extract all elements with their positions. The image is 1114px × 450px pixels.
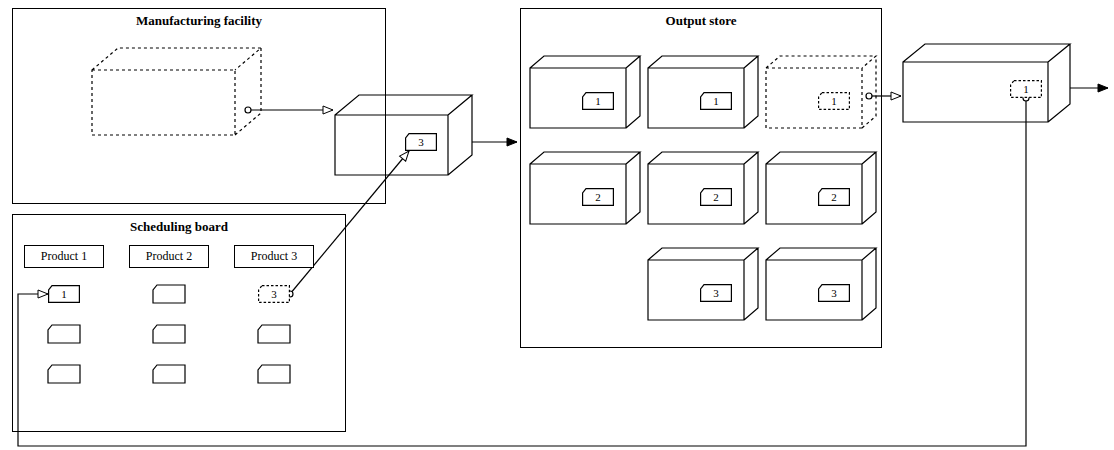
kanban-card: 2 xyxy=(818,188,850,206)
container-outline xyxy=(335,95,472,175)
flow-arrow xyxy=(1070,87,1108,88)
card-number: 3 xyxy=(818,284,850,302)
flow-arrow xyxy=(251,109,333,110)
header-label: Product 3 xyxy=(235,246,313,267)
kanban-card: 1 xyxy=(1010,80,1042,98)
origin-dot xyxy=(866,93,872,99)
area-panel: Scheduling boardProduct 1 Product 2 Produc… xyxy=(12,214,346,432)
column-header: Product 2 xyxy=(129,245,209,268)
bin-outline xyxy=(766,152,876,224)
container-outline xyxy=(92,48,261,135)
empty-card-slot xyxy=(153,285,185,303)
panel-title: Scheduling board xyxy=(13,215,345,235)
kanban-card: 3 xyxy=(405,133,437,151)
card-shape xyxy=(406,134,437,151)
card-number: 1 xyxy=(1010,80,1042,98)
kanban-card: 1 xyxy=(582,92,614,110)
kanban-card: 2 xyxy=(582,188,614,206)
panel-title: Output store xyxy=(521,9,881,29)
bin-outline xyxy=(530,152,640,224)
column-header: Product 1 xyxy=(24,245,104,268)
flow-arrow xyxy=(472,141,517,142)
card-shape xyxy=(49,286,80,303)
origin-dot xyxy=(245,107,251,113)
card-shape xyxy=(1011,81,1042,98)
kanban-card: 2 xyxy=(700,188,732,206)
kanban-card: 3 xyxy=(258,285,290,303)
empty-card-slot xyxy=(153,325,185,343)
empty-card-slot xyxy=(258,365,290,383)
kanban-card: 3 xyxy=(700,284,732,302)
card-number: 1 xyxy=(700,92,732,110)
bin-outline xyxy=(648,248,758,320)
flow-arrow xyxy=(872,95,901,96)
card-shape xyxy=(701,285,732,302)
column-header: Product 3 xyxy=(234,245,314,268)
card-number: 1 xyxy=(48,285,80,303)
empty-card-slot xyxy=(153,365,185,383)
kanban-card: 3 xyxy=(818,284,850,302)
card-shape xyxy=(819,93,850,110)
card-number: 2 xyxy=(582,188,614,206)
empty-card-slot xyxy=(258,325,290,343)
card-number: 3 xyxy=(700,284,732,302)
card-flow-connector xyxy=(290,151,409,294)
card-flow-connector xyxy=(18,98,1026,446)
kanban-card: 1 xyxy=(818,92,850,110)
header-label: Product 2 xyxy=(130,246,208,267)
bin-outline xyxy=(648,152,758,224)
card-number: 2 xyxy=(700,188,732,206)
card-shape xyxy=(701,93,732,110)
card-number: 3 xyxy=(258,285,290,303)
container-outline xyxy=(903,44,1070,122)
bin-outline xyxy=(766,56,876,128)
card-number: 2 xyxy=(818,188,850,206)
area-panel: Output store 1 1 1 2 2 2 3 3 xyxy=(520,8,882,348)
card-number: 1 xyxy=(818,92,850,110)
card-number: 3 xyxy=(405,133,437,151)
header-label: Product 1 xyxy=(25,246,103,267)
empty-card-slot xyxy=(48,365,80,383)
card-shape xyxy=(701,189,732,206)
area-panel: Manufacturing facility xyxy=(12,8,386,204)
card-shape xyxy=(583,189,614,206)
bin-outline xyxy=(648,56,758,128)
empty-card-slot xyxy=(48,325,80,343)
card-shape xyxy=(583,93,614,110)
bin-outline xyxy=(766,248,876,320)
card-shape xyxy=(819,189,850,206)
card-shape xyxy=(819,285,850,302)
card-number: 1 xyxy=(582,92,614,110)
kanban-card: 1 xyxy=(700,92,732,110)
bin-outline xyxy=(530,56,640,128)
panel-title: Manufacturing facility xyxy=(13,9,385,29)
kanban-card: 1 xyxy=(48,285,80,303)
card-shape xyxy=(259,286,290,303)
